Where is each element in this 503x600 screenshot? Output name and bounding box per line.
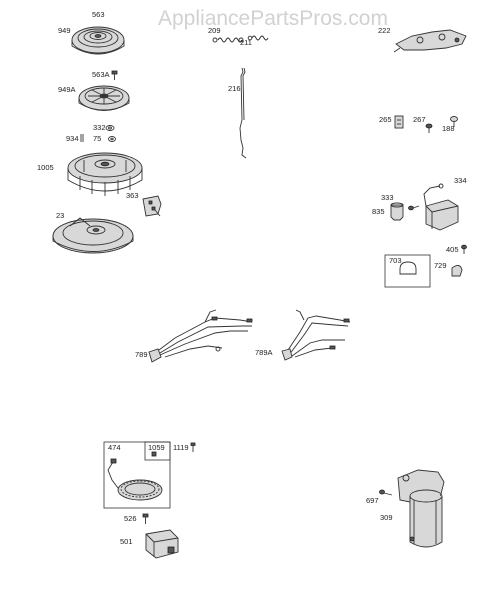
label-405: 405: [446, 245, 459, 254]
alternator-kit-474: [103, 441, 171, 509]
plate-265: [394, 115, 404, 129]
label-729: 729: [434, 261, 447, 270]
label-267: 267: [413, 115, 426, 124]
label-563a: 563A: [92, 70, 110, 79]
grass-screen-949: [71, 26, 125, 55]
armature-334: [423, 183, 459, 231]
label-526: 526: [124, 514, 137, 523]
label-949: 949: [58, 26, 71, 35]
bracket-363: [142, 195, 162, 217]
label-23: 23: [56, 211, 64, 220]
label-363: 363: [126, 191, 139, 200]
label-265: 265: [379, 115, 392, 124]
label-334: 334: [454, 176, 467, 185]
label-474: 474: [108, 443, 121, 452]
label-789: 789: [135, 350, 148, 359]
label-332: 332: [93, 123, 106, 132]
rectifier-501: [145, 529, 179, 559]
screw-333: [408, 205, 420, 211]
label-1059: 1059: [148, 443, 165, 452]
terminal-729: [451, 265, 463, 277]
label-1119: 1119: [173, 443, 189, 452]
screw-188: [450, 116, 458, 127]
nut-75: [108, 136, 116, 142]
label-789a: 789A: [255, 348, 273, 357]
harness-789a: [281, 309, 351, 361]
screw-697: [379, 489, 393, 496]
label-211: 211: [240, 38, 252, 47]
starter-motor-309: [397, 469, 445, 548]
label-309: 309: [380, 513, 393, 522]
flywheel-23: [52, 217, 134, 254]
throttle-control-222: [393, 29, 467, 53]
label-188: 188: [442, 124, 455, 133]
label-563: 563: [92, 10, 105, 19]
label-501: 501: [120, 537, 133, 546]
label-333: 333: [381, 193, 394, 202]
label-835: 835: [372, 207, 385, 216]
label-934: 934: [66, 134, 79, 143]
label-222: 222: [378, 26, 391, 35]
screw-405: [461, 244, 467, 254]
link-rod-216: [239, 67, 247, 159]
screw-1119: [190, 442, 196, 452]
watermark-text: AppliancePartsPros.com: [158, 7, 388, 30]
label-1005: 1005: [37, 163, 54, 172]
flywheel-1005: [67, 152, 143, 196]
spring-211: [247, 35, 269, 41]
spring-209: [212, 37, 244, 43]
screw-267: [425, 123, 433, 133]
washer-332: [105, 125, 115, 131]
label-949a: 949A: [58, 85, 76, 94]
spark-plug-boot-835: [390, 202, 404, 221]
label-75: 75: [93, 134, 101, 143]
screw-563a: [111, 70, 118, 80]
screw-526: [142, 513, 149, 524]
key-934: [80, 134, 84, 142]
label-703: 703: [389, 256, 402, 265]
kit-703: [384, 254, 431, 288]
label-209: 209: [208, 26, 221, 35]
fan-949a: [78, 85, 130, 111]
label-697: 697: [366, 496, 379, 505]
label-216: 216: [228, 84, 241, 93]
harness-789: [148, 309, 253, 363]
